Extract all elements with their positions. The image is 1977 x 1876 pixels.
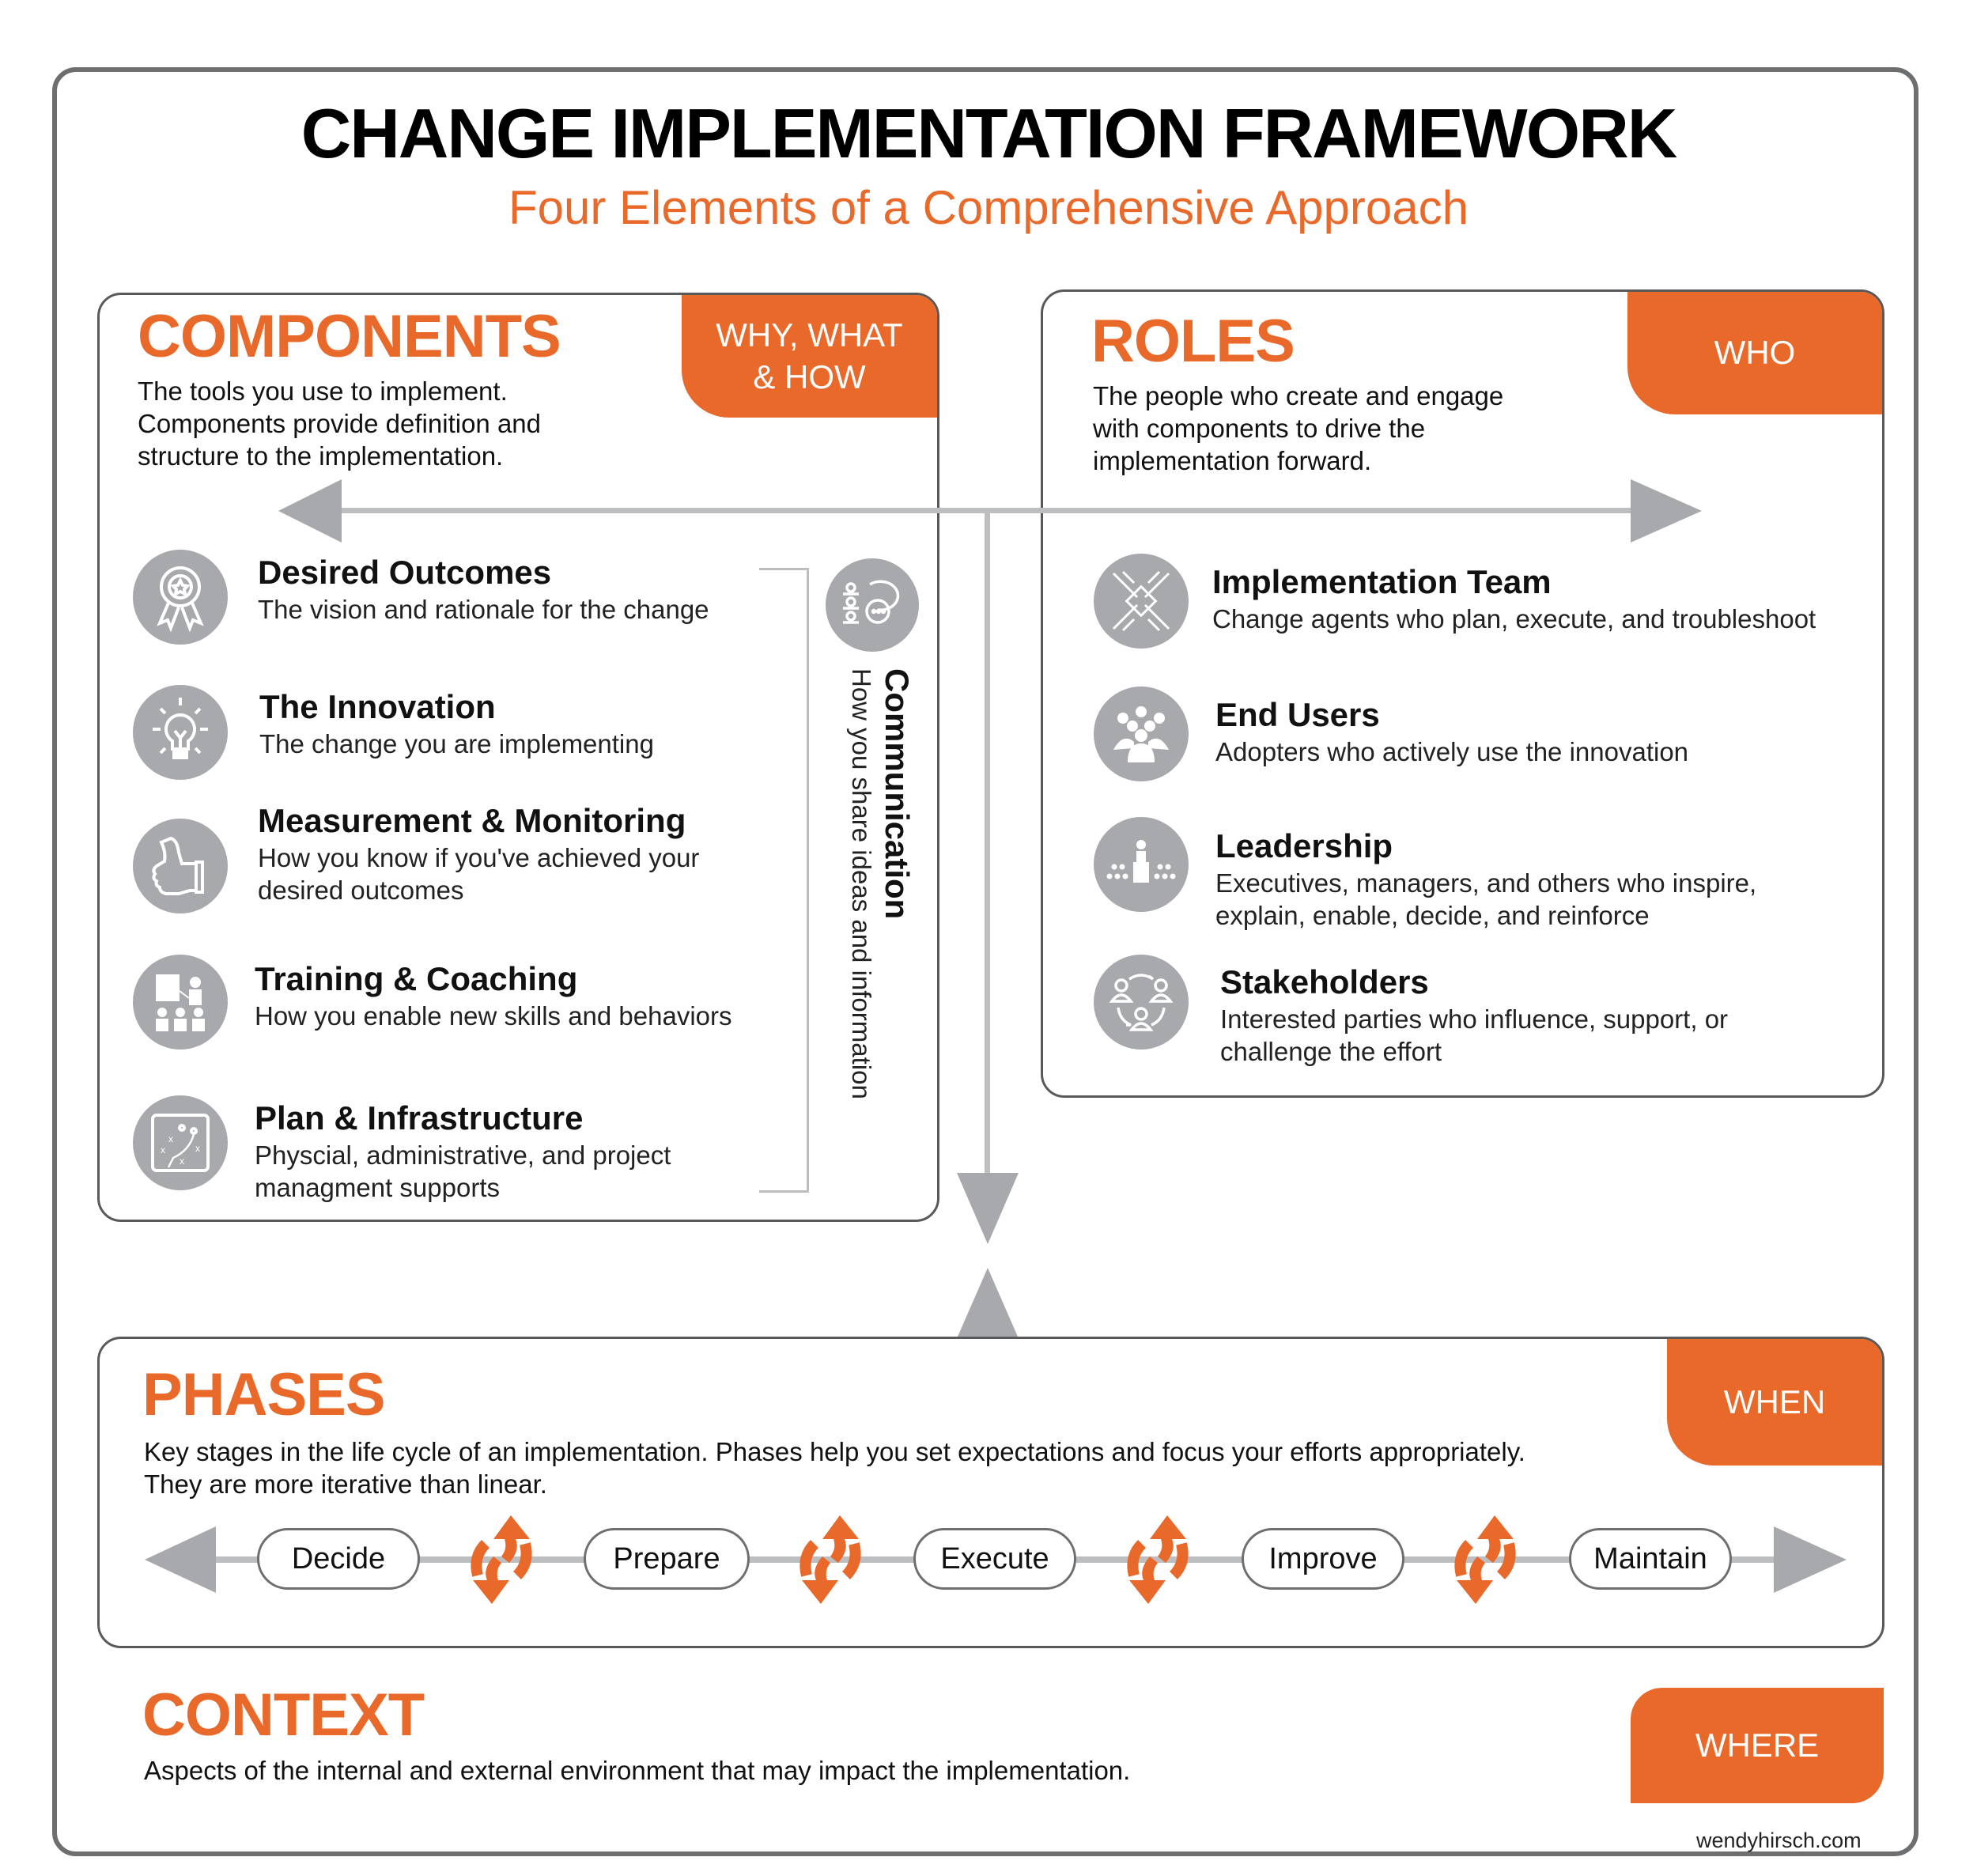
component-title-desired-outcomes: Desired Outcomes — [258, 554, 552, 591]
stakeholder-cycle-icon — [1094, 955, 1189, 1050]
component-desc-measurement: How you know if you've achieved your des… — [258, 843, 700, 905]
role-desc-stakeholders: Interested parties who influence, suppor… — [1220, 1004, 1729, 1066]
role-title-end-users: End Users — [1215, 696, 1380, 733]
phase-step-execute: Execute — [913, 1528, 1076, 1590]
cycle-arrows-icon — [1127, 1515, 1189, 1604]
components-tab-line1: WHY, WHAT — [716, 316, 903, 354]
communication-description: How you share ideas and information — [847, 668, 876, 1099]
role-desc-end-users: Adopters who actively use the innovation — [1215, 737, 1689, 766]
component-title-training: Training & Coaching — [255, 960, 578, 997]
component-title-the-innovation: The Innovation — [259, 688, 496, 725]
phases-card — [97, 1337, 1884, 1648]
roles-tab: WHO — [1627, 292, 1882, 414]
footer-credit: wendyhirsch.com — [1696, 1829, 1862, 1852]
chat-group-icon — [826, 558, 919, 652]
component-title-plan: Plan & Infrastructure — [255, 1099, 584, 1137]
components-tab-line2: & HOW — [753, 357, 866, 395]
group-users-icon — [1094, 686, 1189, 781]
presentation-icon — [133, 955, 228, 1050]
component-desc-training: How you enable new skills and behaviors — [255, 1001, 732, 1031]
cycle-arrows-icon — [799, 1515, 861, 1604]
role-title-implementation-team: Implementation Team — [1212, 563, 1552, 600]
svg-text:x: x — [195, 1143, 200, 1154]
role-desc-implementation-team: Change agents who plan, execute, and tro… — [1212, 604, 1816, 634]
components-card — [97, 293, 939, 1222]
context-title: CONTEXT — [142, 1681, 425, 1749]
phase-arrow-left-icon — [145, 1526, 216, 1593]
podium-leader-icon — [1094, 817, 1189, 912]
phases-title: PHASES — [142, 1361, 386, 1428]
thumbs-up-icon — [133, 819, 228, 913]
communication-bracket — [759, 568, 809, 1193]
svg-text:x: x — [161, 1144, 165, 1155]
components-title: COMPONENTS — [138, 303, 561, 370]
arrow-right-icon — [1631, 479, 1702, 543]
components-tab: WHY, WHAT & HOW — [682, 295, 937, 418]
phases-tab-label: WHEN — [1723, 1382, 1826, 1420]
context-tab-label: WHERE — [1695, 1726, 1820, 1764]
outer-frame — [52, 67, 1918, 1856]
arrow-left-icon — [278, 479, 342, 543]
svg-text:x: x — [168, 1133, 173, 1144]
cycle-arrows-icon — [471, 1515, 532, 1604]
team-hands-icon — [1094, 554, 1189, 649]
award-ribbon-icon — [133, 550, 228, 645]
phase-step-improve: Improve — [1242, 1528, 1404, 1590]
component-title-measurement: Measurement & Monitoring — [258, 802, 686, 839]
component-desc-the-innovation: The change you are implementing — [259, 729, 654, 758]
vertical-connector-line — [985, 510, 990, 1182]
phase-arrow-right-icon — [1774, 1526, 1847, 1593]
role-title-stakeholders: Stakeholders — [1220, 963, 1429, 1000]
phases-tab: WHEN — [1667, 1339, 1882, 1466]
role-desc-leadership: Executives, managers, and others who ins… — [1215, 868, 1757, 930]
roles-card — [1041, 289, 1884, 1098]
component-desc-plan: Physcial, administrative, and project ma… — [255, 1140, 671, 1202]
phase-step-decide: Decide — [257, 1528, 420, 1590]
phases-description: Key stages in the life cycle of an imple… — [144, 1437, 1525, 1499]
role-title-leadership: Leadership — [1215, 827, 1393, 864]
svg-text:x: x — [180, 1155, 184, 1167]
phase-step-maintain: Maintain — [1569, 1528, 1732, 1590]
context-tab: WHERE — [1631, 1688, 1884, 1803]
arrow-up-icon — [958, 1268, 1018, 1337]
page-subtitle: Four Elements of a Comprehensive Approac… — [508, 181, 1469, 234]
components-description: The tools you use to implement. Componen… — [138, 376, 542, 471]
lightbulb-icon — [133, 685, 228, 780]
cycle-arrows-icon — [1454, 1515, 1516, 1604]
communication-title: Communication — [879, 668, 916, 920]
roles-description: The people who create and engage with co… — [1093, 381, 1504, 475]
page-title: CHANGE IMPLEMENTATION FRAMEWORK — [301, 94, 1678, 172]
component-desc-desired-outcomes: The vision and rationale for the change — [258, 595, 709, 624]
roles-title: ROLES — [1091, 308, 1295, 375]
phase-step-prepare: Prepare — [584, 1528, 750, 1590]
context-description: Aspects of the internal and external env… — [144, 1756, 1131, 1785]
roles-tab-label: WHO — [1714, 334, 1796, 372]
arrow-down-icon — [957, 1173, 1019, 1244]
